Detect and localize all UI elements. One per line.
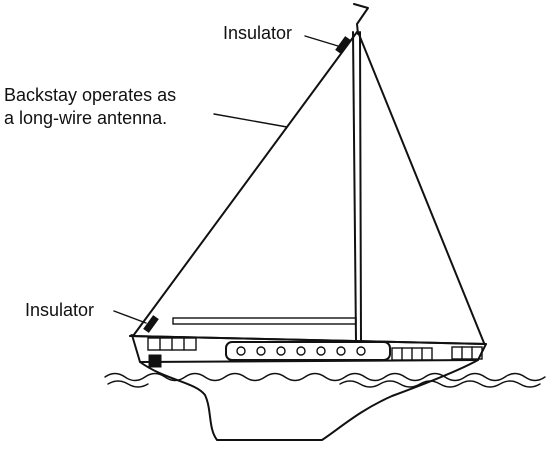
backstay-antenna-label: Backstay operates as a long-wire antenna…: [4, 84, 176, 130]
bow-rail: [451, 346, 483, 360]
bow-rail-mid: [391, 347, 433, 361]
porthole-icon: [276, 346, 286, 356]
porthole-icon: [336, 346, 346, 356]
bottom-insulator-label: Insulator: [25, 300, 95, 320]
forestay: [357, 31, 485, 344]
stern-rail: [147, 337, 197, 351]
hull-keel: [139, 359, 479, 441]
backstay-label-line-1: Backstay operates as: [4, 85, 177, 105]
pennant-flag-icon: [353, 3, 369, 35]
backstay-antenna: [132, 31, 358, 337]
antenna-tuner-box: [148, 354, 162, 368]
porthole-icon: [256, 346, 266, 356]
top-insulator-label: Insulator: [223, 23, 293, 43]
water-waves-lower: [107, 380, 541, 388]
insulator-icon: [335, 36, 351, 54]
porthole-icon: [236, 346, 246, 356]
porthole-icon: [296, 346, 306, 356]
boom: [172, 317, 357, 325]
cabin-house: [225, 341, 391, 361]
porthole-icon: [356, 346, 366, 356]
backstay-label-line-2: a long-wire antenna.: [4, 108, 168, 128]
leader-top-insulator: [304, 35, 339, 47]
insulator-icon: [143, 315, 159, 333]
leader-backstay: [213, 113, 288, 128]
leader-bottom-insulator: [113, 310, 147, 324]
portholes: [236, 346, 366, 356]
porthole-icon: [316, 346, 326, 356]
mast: [352, 31, 362, 343]
